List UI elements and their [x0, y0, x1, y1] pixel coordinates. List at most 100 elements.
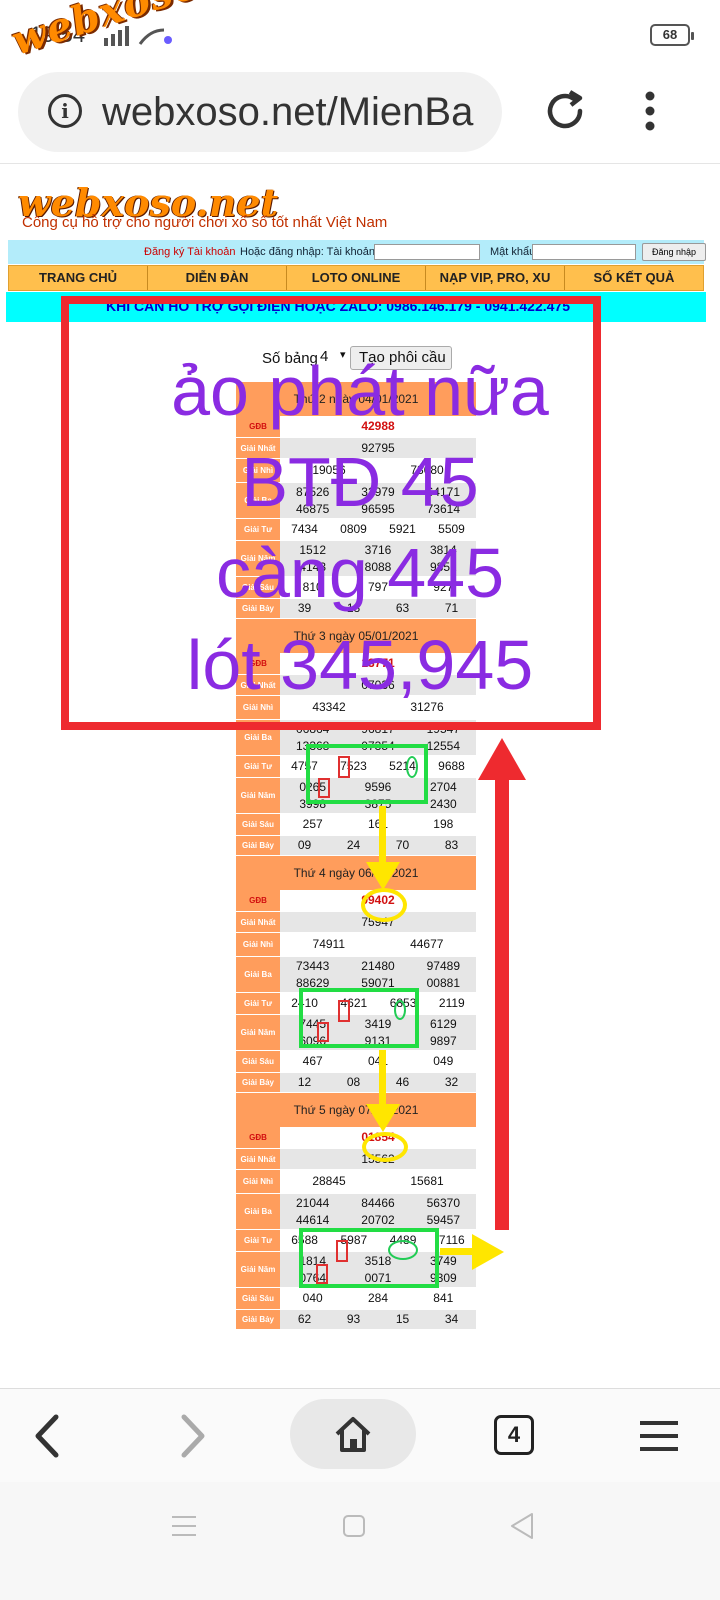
arrow-right-icon — [472, 1234, 504, 1270]
more-vertical-icon[interactable] — [640, 88, 660, 134]
prize-label: Giải Nhất — [236, 675, 280, 696]
prize-number: 64171 — [426, 484, 460, 499]
prize-number: 43342 — [312, 700, 346, 714]
back-arrow-icon[interactable] — [30, 1413, 64, 1459]
draw-date-header: Thứ 5 ngày 07/01/2021 — [236, 1093, 476, 1127]
prize-number: 97489 — [426, 958, 460, 973]
prize-label: GĐB — [236, 416, 280, 438]
prize-number: 70 — [395, 838, 410, 852]
prize-number: 32979 — [361, 484, 395, 499]
tabs-button[interactable]: 4 — [494, 1415, 534, 1455]
prize-number: 56370 — [426, 1195, 460, 1210]
site-logo[interactable]: webxoso.net — [18, 180, 279, 225]
prize-number: 59071 — [361, 975, 395, 990]
prize-number: 88629 — [295, 975, 330, 990]
info-icon[interactable]: i — [48, 94, 82, 128]
reload-icon[interactable] — [540, 86, 590, 136]
prize-number: 34 — [444, 1312, 459, 1326]
system-home-icon[interactable] — [342, 1514, 366, 1538]
prize-number: 42988 — [361, 419, 395, 433]
url-text[interactable]: webxoso.net/MienBa — [102, 90, 474, 134]
prize-label: Giải Ba — [236, 720, 280, 756]
prize-number: 257 — [302, 817, 323, 831]
prize-number: 13 — [346, 601, 361, 615]
prize-number: 2410 — [291, 996, 318, 1010]
prize-number: 9897 — [429, 1033, 457, 1048]
prize-number: 2704 — [429, 779, 457, 794]
prize-number: 9851 — [429, 559, 457, 574]
system-back-icon[interactable] — [510, 1512, 534, 1540]
prize-number: 96595 — [361, 501, 395, 516]
nav-item-5[interactable]: SỐ KẾT QUẢ — [593, 270, 675, 285]
prize-number: 049 — [433, 1054, 454, 1068]
table-count-label: Số bảng — [262, 350, 318, 367]
yellow-arrow — [379, 806, 386, 878]
forward-arrow-icon[interactable] — [176, 1413, 210, 1459]
status-bar: 19:54 68 — [0, 0, 720, 64]
prize-number: 92795 — [361, 440, 395, 455]
create-chart-button[interactable]: Tạo phôi cầu — [350, 346, 452, 370]
highlight-box — [299, 988, 419, 1048]
register-link[interactable]: Đăng ký Tài khoản — [144, 246, 236, 258]
password-input[interactable] — [532, 244, 636, 260]
prize-number: 87526 — [295, 484, 330, 499]
tabs-count: 4 — [507, 1422, 521, 1447]
arrow-down-icon — [366, 1104, 400, 1132]
arrow-down-icon — [366, 862, 400, 890]
site-tagline: Công cụ hỗ trợ cho người chơi xổ số tốt … — [22, 214, 388, 231]
recents-icon[interactable] — [172, 1514, 196, 1538]
nav-item-1[interactable]: TRANG CHỦ — [9, 266, 148, 290]
prize-label: GĐB — [236, 653, 280, 675]
prize-number: 284 — [367, 1291, 388, 1305]
prize-label: Giải Bảy — [236, 599, 280, 619]
nav-item-3[interactable]: LOTO ONLINE — [287, 266, 426, 290]
address-bar[interactable]: i webxoso.net/MienBa — [18, 72, 502, 152]
prize-number: 7116 — [438, 1233, 465, 1247]
prize-number: 32 — [444, 1075, 459, 1089]
prize-number: 8088 — [364, 559, 392, 574]
table-count-select[interactable]: 4 — [320, 348, 356, 370]
prize-number: 62 — [297, 1312, 312, 1326]
prize-line: 92795 — [280, 440, 476, 457]
prize-number: 3814 — [429, 542, 457, 557]
username-input[interactable] — [374, 244, 480, 260]
prize-line: 42988 — [280, 418, 476, 435]
nav-item-2[interactable]: DIỄN ĐÀN — [148, 266, 287, 290]
prize-number: 28845 — [312, 1174, 346, 1188]
signal-icon — [104, 26, 172, 46]
prize-number: 44677 — [410, 937, 444, 951]
nav-item-4[interactable]: NẠP VIP, PRO, XU — [426, 266, 565, 290]
hamburger-menu-icon[interactable] — [640, 1419, 678, 1453]
home-button[interactable] — [290, 1399, 416, 1469]
login-button[interactable]: Đăng nhập — [642, 243, 706, 261]
